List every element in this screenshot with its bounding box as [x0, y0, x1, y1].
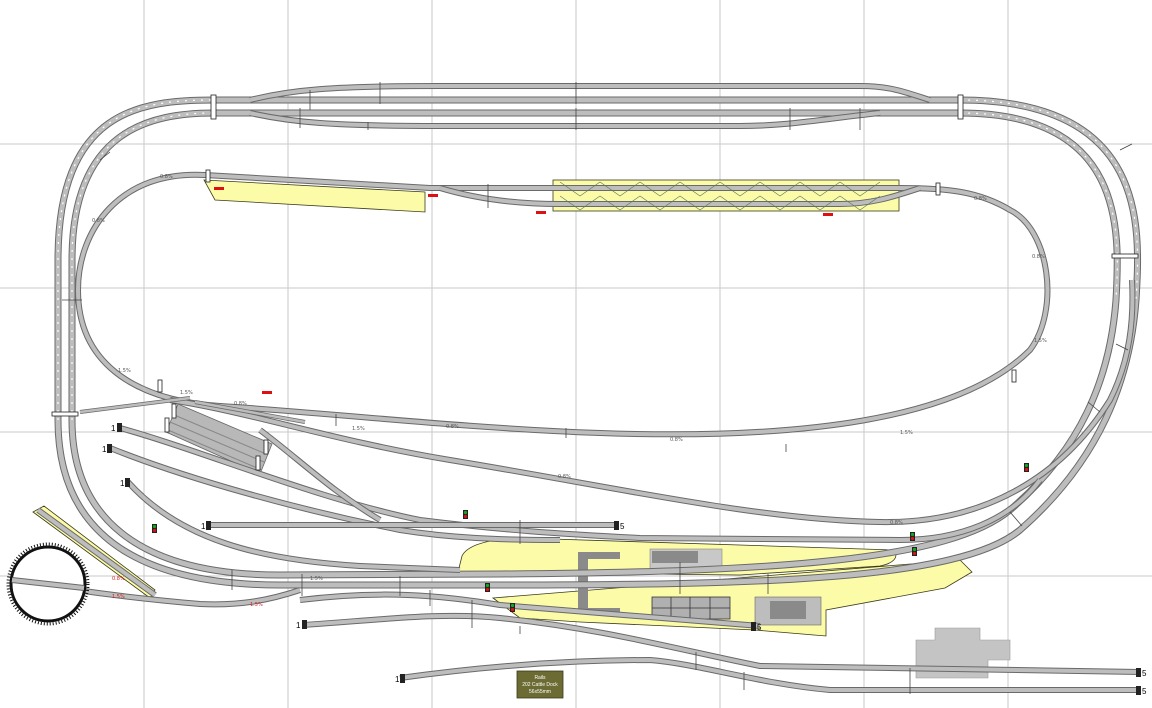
spur-top-fill	[79, 396, 306, 424]
main-loop-inner-sleepers	[71, 112, 1118, 420]
signal-icon	[912, 547, 917, 556]
grade-label: 0.8%	[1032, 254, 1045, 260]
cattle-pen-dividers	[652, 597, 730, 619]
buffer-stop-label: 5	[757, 623, 762, 632]
station-track-3-fill	[126, 480, 461, 572]
main-loop-outer-fill	[55, 97, 1141, 588]
platform-upper-left	[203, 179, 426, 213]
signal-icon	[910, 532, 915, 541]
fiddle-yard-tracks	[167, 413, 267, 471]
buffer-stop-label: 5	[620, 522, 625, 531]
turntable	[6, 542, 90, 626]
goods-track-2-fill	[302, 613, 1141, 674]
goods-shed-roof	[652, 551, 698, 563]
info-label-line: 202 Cattle Dock	[522, 682, 558, 688]
viaduct-loop-fill	[439, 186, 921, 206]
station-track-1-fill	[119, 426, 1042, 543]
buffer-stop-label: 1	[102, 445, 107, 454]
grade-label: 1.5%	[352, 426, 365, 432]
tracks	[14, 83, 1142, 693]
upper-inner-loop	[74, 171, 1051, 438]
signal-icon	[510, 603, 515, 612]
buffer-stop-label: 1	[111, 424, 116, 433]
buildings	[165, 403, 1011, 679]
grade-label: 1.5%	[900, 430, 913, 436]
main-loop-outer	[54, 96, 1142, 589]
buffer-stops: 1 1 1 1 5 1 5 1 5 5	[102, 423, 1147, 696]
info-label-line: 56x55mm	[529, 689, 551, 695]
grade-label: 0.8%	[92, 218, 105, 224]
grade-label: 1.5%	[118, 368, 131, 374]
viaduct-truss	[559, 181, 881, 211]
grade-label: 0.8%	[446, 424, 459, 430]
grade-label: 1.5%	[310, 576, 323, 582]
upper-inner-loop-fill	[75, 172, 1050, 437]
signal-icon	[1024, 463, 1029, 472]
grade-label: 1.5%	[112, 594, 125, 600]
rising-branch	[169, 279, 1136, 526]
large-building	[915, 627, 1011, 679]
grade-label: 0.8%	[890, 520, 903, 526]
grade-label: 0.8%	[670, 437, 683, 443]
grade-label: 1.5%	[180, 390, 193, 396]
info-label-line: Rails	[534, 675, 546, 681]
engine-shed-roof	[770, 601, 806, 619]
signal-icon	[152, 524, 157, 533]
buffer-stop-label: 1	[296, 621, 301, 630]
grade-label: 0.8%	[234, 401, 247, 407]
buffer-stop-label: 1	[201, 522, 206, 531]
grade-label: 0.8%	[112, 576, 125, 582]
signal-icon	[485, 583, 490, 592]
grade-label: 0.8%	[558, 474, 571, 480]
grade-label: 1.5%	[250, 602, 263, 608]
signals	[152, 187, 1029, 612]
buffer-stop-label: 1	[395, 675, 400, 684]
grade-label: 0.8%	[160, 174, 173, 180]
siding-left-track-fill	[36, 508, 157, 597]
buffer-stop-label: 5	[1142, 687, 1147, 696]
info-label-box: Rails 202 Cattle Dock 56x55mm	[516, 670, 564, 699]
rail-joiners	[62, 82, 1133, 694]
buffer-stop-label: 1	[120, 479, 125, 488]
stop-marker-icon	[214, 187, 833, 394]
top-loop-2-fill	[249, 111, 881, 128]
buffer-stop-label: 5	[1142, 669, 1147, 678]
main-loop-outer-sleepers	[57, 99, 1139, 420]
grade-labels: 0.8% 0.8% 0.8% 0.8% 1.5% 1.5% 1.5% 0.8% …	[92, 174, 1047, 608]
portals	[51, 94, 1139, 471]
turntable-teeth	[6, 542, 90, 626]
rising-branch-fill	[169, 279, 1135, 525]
goods-track-1-fill	[299, 592, 761, 628]
goods-track-3-fill	[399, 657, 1140, 692]
top-loop-1-fill	[249, 84, 931, 102]
grade-label: 0.8%	[974, 196, 987, 202]
fiddle-ladder-fill	[258, 428, 382, 522]
signal-icon	[463, 510, 468, 519]
grade-label: 1.5%	[1034, 338, 1047, 344]
